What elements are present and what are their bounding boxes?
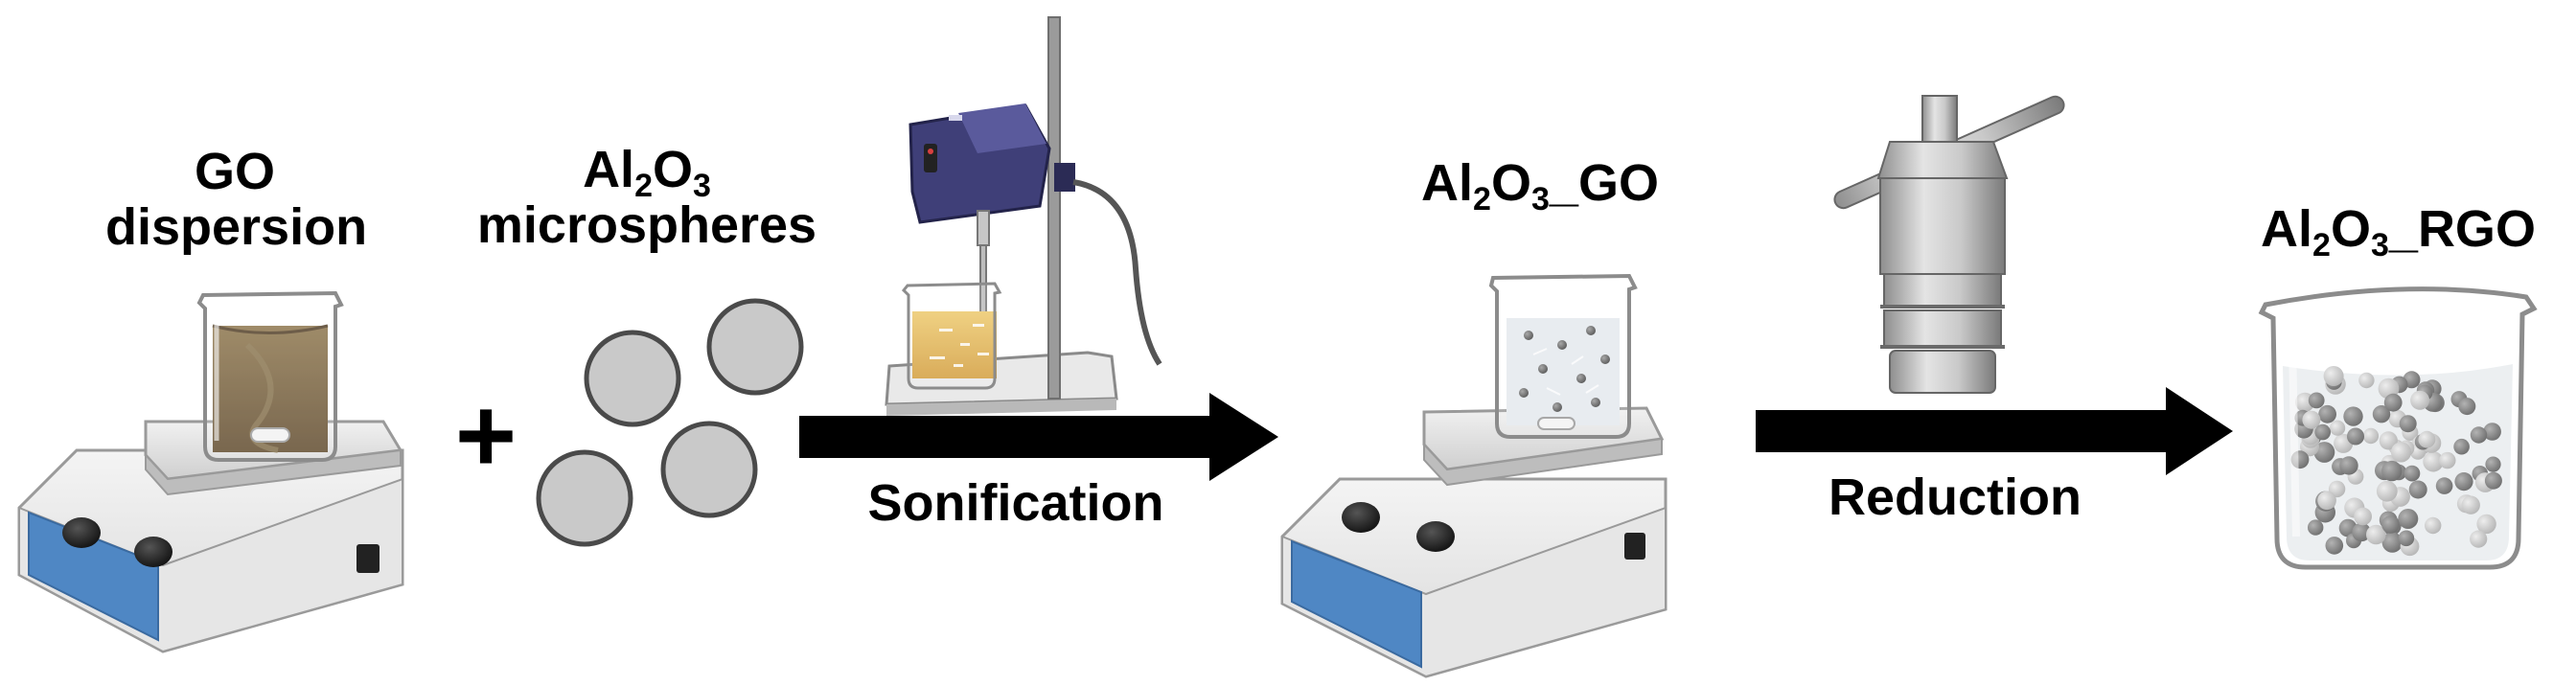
al2o3-formula: Al2O3	[583, 141, 711, 204]
rgo-sphere	[2423, 451, 2444, 472]
rgo-sphere	[2404, 465, 2421, 482]
rgo-sphere	[2399, 415, 2417, 433]
rgo-sphere	[2325, 537, 2344, 555]
rgo-sphere	[2308, 519, 2324, 536]
rgo-sphere	[2484, 471, 2502, 490]
al2o3-go-label: Al2O3_GO	[1421, 154, 1659, 217]
rgo-sphere	[2461, 495, 2480, 514]
rgo-sphere	[2485, 456, 2501, 472]
rgo-sphere	[2354, 507, 2373, 526]
rgo-sphere	[2302, 410, 2321, 429]
rgo-sphere	[2352, 522, 2371, 542]
go-dispersion-label: GO dispersion	[105, 143, 368, 257]
rgo-sphere	[2476, 514, 2496, 535]
rgo-sphere	[2470, 530, 2488, 548]
rgo-sphere	[2318, 404, 2337, 423]
rgo-sphere	[2408, 480, 2427, 499]
rgo-sphere	[2376, 480, 2398, 502]
beaker-icon	[1488, 273, 1638, 439]
arrow-icon	[799, 393, 1278, 481]
rgo-sphere	[2454, 472, 2473, 492]
rgo-sphere	[2398, 530, 2415, 547]
rgo-sphere	[2453, 438, 2470, 455]
sonification-label: Sonification	[867, 474, 1164, 532]
arrow-icon	[1756, 387, 2233, 475]
rgo-sphere	[2372, 405, 2391, 423]
rgo-sphere	[2381, 515, 2400, 534]
rgo-sphere	[2425, 516, 2442, 535]
go-label-line2: dispersion	[105, 198, 368, 257]
rgo-sphere	[2483, 423, 2501, 441]
reduction-label: Reduction	[1828, 469, 2082, 526]
rgo-sphere	[2339, 456, 2358, 475]
rgo-sphere	[2308, 392, 2325, 409]
rgo-sphere	[2366, 524, 2386, 545]
ultrasonic-homogenizer-icon	[885, 16, 1162, 416]
plus-sign: +	[454, 377, 518, 494]
rgo-sphere	[2398, 509, 2419, 529]
al2o3-microspheres-label: Al2O3 microspheres	[450, 142, 843, 254]
rgo-sphere	[2390, 442, 2412, 463]
al2o3-rgo-label: Al2O3_RGO	[2261, 200, 2536, 263]
rgo-sphere	[2381, 532, 2403, 553]
rgo-sphere	[2418, 430, 2436, 448]
rgo-sphere	[2343, 406, 2363, 426]
rgo-sphere	[2347, 427, 2364, 446]
rgo-sphere	[2314, 423, 2331, 441]
rgo-sphere	[2317, 491, 2336, 511]
go-label-line1: GO	[194, 143, 275, 200]
rgo-sphere	[2435, 477, 2453, 494]
rgo-sphere	[2383, 393, 2403, 412]
beaker-icon	[196, 290, 344, 462]
rgo-sphere	[2410, 390, 2430, 410]
microspheres-word: microspheres	[476, 196, 817, 255]
rgo-sphere	[2381, 460, 2403, 482]
rgo-sphere	[2379, 431, 2398, 450]
rgo-sphere	[2439, 451, 2456, 469]
beaker-icon	[2258, 286, 2538, 570]
rgo-sphere	[2323, 366, 2344, 386]
rgo-sphere	[2362, 427, 2380, 445]
rgo-sphere	[2358, 372, 2375, 389]
autoclave-reactor-icon	[1833, 95, 2065, 394]
rgo-sphere	[2458, 398, 2476, 416]
rgo-sphere	[2330, 420, 2346, 436]
hot-plate-stirrer-icon	[1280, 406, 1668, 678]
microsphere-icon	[536, 298, 804, 547]
rgo-sphere	[2470, 426, 2488, 444]
